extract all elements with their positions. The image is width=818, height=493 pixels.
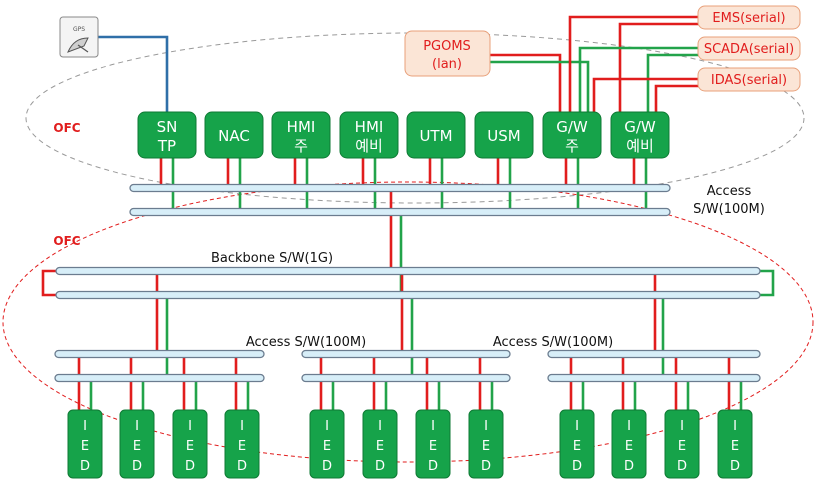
gps-label: GPS: [73, 26, 85, 33]
ied-box-11: [717, 409, 753, 479]
access-bus-b-2: [547, 373, 761, 383]
access-bus-b-0: [54, 373, 265, 383]
node-hmi-main-label-2: 주: [294, 137, 308, 155]
top-access-bus-a-bar: [129, 183, 671, 193]
scada-link-gw-backup: [646, 53, 700, 112]
access-right-label: Access S/W(100M): [493, 335, 613, 350]
ied-box-7: [468, 409, 504, 479]
node-hmi-main-label-1: HMI: [287, 118, 316, 136]
node-usm-label: USM: [487, 127, 520, 145]
backbone-loop-right: [758, 269, 775, 297]
top-access-bus-b: [129, 207, 671, 217]
backbone-bus-a-bar: [55, 266, 761, 276]
node-gw-main-label-2: 주: [565, 137, 579, 155]
top-access-label-2: S/W(100M): [693, 202, 765, 217]
idas-label: IDAS(serial): [711, 73, 787, 88]
node-gw-main-label-1: G/W: [556, 118, 588, 136]
backbone-loop-left: [41, 269, 58, 297]
scada-box: [697, 36, 801, 61]
backbone-label: Backbone S/W(1G): [211, 251, 333, 266]
backbone-bus-b-bar: [55, 290, 761, 300]
access-bus-a-0-bar: [54, 349, 265, 359]
node-gw-backup: [610, 111, 670, 159]
node-hmi-backup-label-1: HMI: [355, 118, 384, 136]
access-bus-a-2-bar: [547, 349, 761, 359]
node-utm: [406, 111, 466, 159]
ems-box: [697, 5, 801, 30]
ems-link-gw-backup: [618, 22, 700, 112]
gps-frame: [59, 16, 99, 58]
node-nac: [204, 111, 264, 159]
gps-link: [98, 35, 169, 112]
ied-box-6: [415, 409, 451, 479]
top-access-label-1: Access: [707, 184, 752, 199]
access-bus-b-1: [301, 373, 511, 383]
access-bus-b-0-bar: [54, 373, 265, 383]
ied-box-1: [119, 409, 155, 479]
top-access-bus-a: [129, 183, 671, 193]
scada-link-gw-main: [578, 46, 700, 112]
pgoms-label: PGOMS: [423, 39, 471, 54]
gps-antenna-icon: [59, 16, 99, 58]
backbone-bus-b: [55, 290, 761, 300]
ems-label: EMS(serial): [712, 11, 785, 26]
node-nac-label: NAC: [218, 127, 250, 145]
gps-mast: [77, 44, 89, 53]
pgoms-link-green: [490, 60, 590, 112]
node-utm-label: UTM: [419, 127, 452, 145]
ied-box-0: [67, 409, 103, 479]
access-bus-a-2: [547, 349, 761, 359]
access-bus-a-0: [54, 349, 265, 359]
node-hmi-main: [271, 111, 331, 159]
node-sntp: [137, 111, 197, 159]
ems-link-gw-main: [568, 15, 700, 112]
node-sntp-label-2: TP: [157, 137, 176, 155]
idas-box: [697, 67, 801, 92]
ofc-zone-bottom: [2, 181, 814, 463]
top-access-bus-b-bar: [129, 207, 671, 217]
access-bus-b-1-bar: [301, 373, 511, 383]
ied-box-2: [172, 409, 208, 479]
node-hmi-backup: [339, 111, 399, 159]
pgoms-link-red: [490, 53, 562, 112]
access-left-label: Access S/W(100M): [246, 335, 366, 350]
node-sntp-label-1: SN: [157, 118, 178, 136]
ofc-label-top: OFC: [53, 121, 80, 135]
ied-box-9: [611, 409, 647, 479]
access-bus-a-1-bar: [301, 349, 511, 359]
node-hmi-backup-label-2: 예비: [355, 137, 383, 155]
node-usm: [474, 111, 534, 159]
node-gw-main: [542, 111, 602, 159]
pgoms-box: [404, 30, 491, 77]
ofc-label-bottom: OFC: [53, 234, 80, 248]
ied-box-4: [309, 409, 345, 479]
idas-link-gw-backup: [654, 84, 700, 112]
node-gw-backup-label-2: 예비: [626, 137, 654, 155]
scada-label: SCADA(serial): [704, 42, 794, 57]
access-bus-b-2-bar: [547, 373, 761, 383]
node-gw-backup-label-1: G/W: [624, 118, 656, 136]
backbone-bus-a: [55, 266, 761, 276]
ied-box-5: [362, 409, 398, 479]
ied-box-10: [664, 409, 700, 479]
access-bus-a-1: [301, 349, 511, 359]
ied-box-3: [224, 409, 260, 479]
idas-link-gw-main: [592, 77, 700, 112]
pgoms-sub-label: (lan): [432, 57, 462, 72]
ied-box-8: [559, 409, 595, 479]
